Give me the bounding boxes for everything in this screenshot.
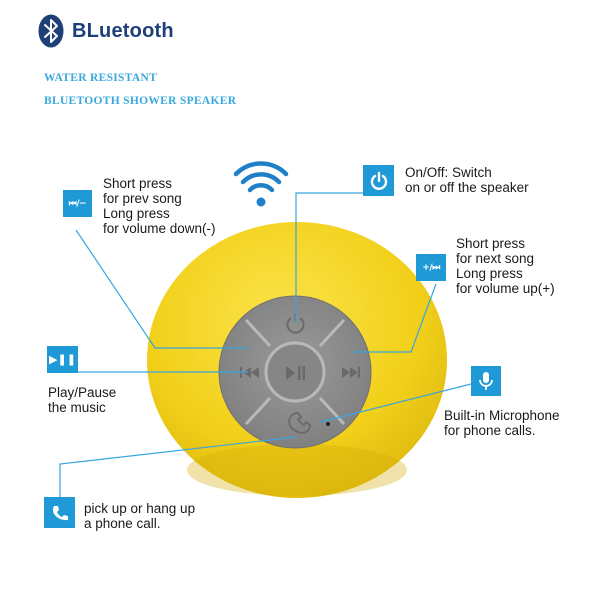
wireless-signal-icon — [233, 161, 289, 207]
phone-icon — [44, 497, 75, 528]
next-volume-up-button-icon: +/⏭ — [416, 254, 446, 281]
leader-lines — [59, 192, 472, 497]
prev-button-description: Short press for prev song Long press for… — [103, 176, 216, 236]
panel-play-symbol — [286, 366, 305, 380]
brand-header: BLuetooth — [38, 14, 174, 48]
prev-volume-down-button-icon: ⏮/− — [63, 190, 92, 217]
power-icon — [363, 165, 394, 196]
play-pause-description: Play/Pause the music — [48, 385, 117, 415]
microphone-description: Built-in Microphone for phone calls. — [444, 408, 560, 438]
panel-phone-symbol — [288, 412, 311, 434]
panel-mic-hole — [326, 422, 330, 426]
headline-line-1: WATER RESISTANT — [44, 72, 158, 84]
power-button-description: On/Off: Switch on or off the speaker — [405, 165, 529, 195]
microphone-icon — [471, 366, 501, 396]
call-button-description: pick up or hang up a phone call. — [84, 501, 196, 531]
next-button-description: Short press for next song Long press for… — [456, 236, 555, 296]
headline-line-2: BLUETOOTH SHOWER SPEAKER — [44, 95, 237, 107]
panel-next-symbol — [342, 367, 360, 378]
brand-name: BLuetooth — [72, 19, 174, 42]
play-pause-button-icon: ▶❚❚ — [47, 346, 78, 373]
bluetooth-icon — [38, 14, 64, 48]
